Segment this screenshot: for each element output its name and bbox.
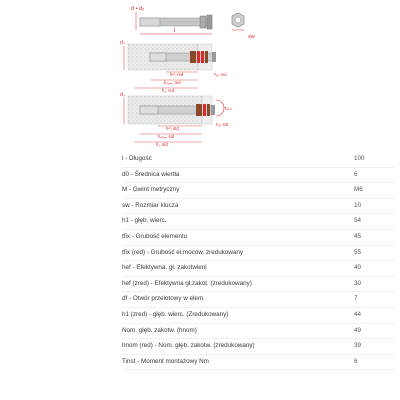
spec-value: 55 <box>354 248 362 256</box>
spec-label: hef - Efektywna. gł. zakotwieni <box>122 264 207 272</box>
hef-red-label: hᵉᶠ, red <box>170 72 184 77</box>
spec-row: h1 (zred) - głęb. wierc. (Zredukowany) 44 <box>122 308 394 324</box>
spec-row: Nom. głęb. zakotw. (hnom) 49 <box>122 324 394 340</box>
standard-installation-view <box>127 95 215 125</box>
nut-end-view <box>231 12 245 28</box>
spec-row: hnom (red) - Nom. głęb. zakotw. (zreduko… <box>122 339 394 355</box>
spec-label: d0 - Średnica wiertła <box>122 170 180 178</box>
spec-label: df - Otwór przelotowy w elem. <box>122 295 205 303</box>
spec-value: 100 <box>354 155 365 162</box>
spec-label: hef (zred) - Efektywna gł.zakot. (zreduk… <box>122 279 252 287</box>
reduced-installation-view <box>127 43 216 71</box>
spec-value: 6 <box>354 357 358 365</box>
spec-value: 44 <box>354 310 362 318</box>
anchor-side-view <box>139 14 213 30</box>
spec-label: Nom. głęb. zakotw. (hnom) <box>122 326 197 334</box>
spec-row: d0 - Średnica wiertła 6 <box>122 168 394 184</box>
d0-label-1: d₀ <box>120 40 125 46</box>
spec-value: 6 <box>354 170 358 178</box>
spec-label: M - Gwint metryczny <box>122 186 180 194</box>
spec-value: 54 <box>354 217 362 225</box>
spec-row: tfix - Grubość elementu 45 <box>122 230 394 246</box>
spec-label: l - Długość <box>122 155 152 162</box>
spec-value: 45 <box>354 232 362 240</box>
hnom-red-label: hₙₒₘ, red <box>164 80 181 85</box>
spec-row: tfix (red) - Grubość el.mocow. zredukowa… <box>122 246 394 262</box>
spec-row: Tinst - Moment montażowy Nm 6 <box>122 355 394 371</box>
spec-value: 49 <box>354 326 362 334</box>
spec-value: M6 <box>354 186 363 194</box>
h1-red-label: h₁, red <box>162 88 175 93</box>
spec-row: h1 - głęb. wierc. 54 <box>122 214 394 230</box>
spec-label: tfix - Grubość elementu <box>122 232 188 240</box>
spec-value: 30 <box>354 279 362 287</box>
spec-label: hnom (red) - Nom. głęb. zakotw. (zreduko… <box>122 342 255 350</box>
spec-value: 40 <box>354 264 362 272</box>
spec-table: l - Długość 100 d0 - Średnica wiertła 6 M … <box>122 152 394 371</box>
spec-value: 39 <box>354 342 362 350</box>
tfix-std-label: tᶠᵢₓ, std <box>216 122 229 127</box>
spec-value: 10 <box>354 201 362 209</box>
tfix-red-label: tᶠᵢₓ, red <box>214 72 227 77</box>
spec-row: hef - Efektywna. gł. zakotwieni 40 <box>122 261 394 277</box>
spec-label: h1 - głęb. wierc. <box>122 217 167 225</box>
spec-row: l - Długość 100 <box>122 152 394 168</box>
spec-label: tfix (red) - Grubość el.mocow. zredukowa… <box>122 248 244 256</box>
spec-value: 7 <box>354 295 358 303</box>
d-ds-label: d • d₀ <box>131 6 144 12</box>
sw-label: sw <box>248 34 255 40</box>
tinst-label: Tᵢₙₛₜ <box>224 106 233 111</box>
spec-label: h1 (zred) - głęb. wierc. (Zredukowany) <box>122 310 229 318</box>
spec-label: sw - Rozmiar klucza <box>122 201 179 209</box>
spec-row: sw - Rozmiar klucza 10 <box>122 199 394 215</box>
hnom-std-label: hₙₒₘ, std <box>158 134 175 139</box>
h1-std-label: h₁, std <box>156 142 168 147</box>
anchor-technical-diagram: d • d₀ l sw d₀ hᵉᶠ, red hₙₒₘ, red h₁, re… <box>120 6 255 147</box>
spec-row: M - Gwint metryczny M6 <box>122 183 394 199</box>
spec-row: hef (zred) - Efektywna gł.zakot. (zreduk… <box>122 277 394 293</box>
spec-label: Tinst - Moment montażowy Nm <box>122 357 209 365</box>
l-label: l <box>174 28 175 34</box>
d0-label-2: d₀ <box>120 92 125 98</box>
hef-std-label: hᵉᶠ, std <box>166 126 179 131</box>
spec-row: df - Otwór przelotowy w elem. 7 <box>122 292 394 308</box>
